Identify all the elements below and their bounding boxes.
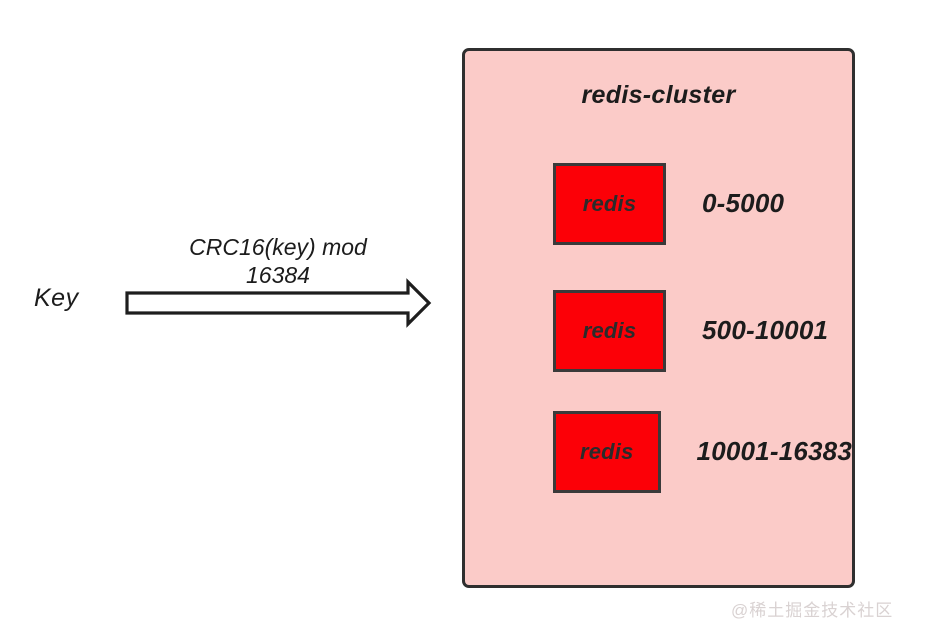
redis-node-box: redis <box>553 289 666 372</box>
cluster-node-row: redis 500-10001 <box>465 289 852 372</box>
hash-formula: CRC16(key) mod 16384 <box>147 233 409 289</box>
slot-range-label: 0-5000 <box>702 188 785 218</box>
key-label: Key <box>34 284 79 312</box>
redis-node-box: redis <box>553 410 661 493</box>
hash-formula-line-1: CRC16(key) mod <box>189 234 367 260</box>
redis-node-label: redis <box>582 190 637 216</box>
slot-range-label: 10001-16383 <box>696 436 852 466</box>
hash-formula-line-2: 16384 <box>246 262 310 288</box>
cluster-node-row: redis 10001-16383 <box>465 410 852 493</box>
cluster-node-row: redis 0-5000 <box>465 162 852 245</box>
arrow-right-icon <box>125 278 432 328</box>
watermark: @稀土掘金技术社区 <box>731 601 894 620</box>
redis-node-label: redis <box>579 438 634 464</box>
redis-cluster-panel: redis-cluster redis 0-5000 redis 500-100… <box>462 48 855 588</box>
redis-node-label: redis <box>582 317 637 343</box>
redis-node-box: redis <box>553 162 666 245</box>
cluster-title: redis-cluster <box>581 81 736 109</box>
slot-range-label: 500-10001 <box>702 315 829 345</box>
